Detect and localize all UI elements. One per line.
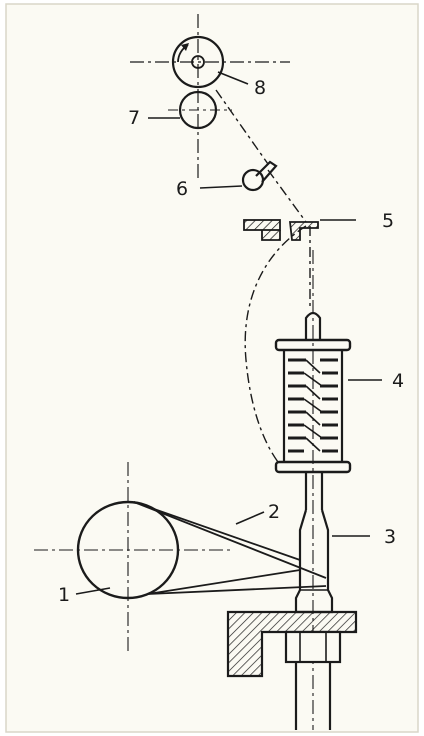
rotation-arrowhead-icon — [181, 43, 189, 51]
label-7: 7 — [128, 107, 140, 129]
paper-sheet — [5, 3, 419, 733]
top-roller — [171, 35, 225, 89]
top-roller-hub — [191, 55, 205, 69]
bearing-nut — [284, 630, 342, 664]
ring-rail — [243, 219, 319, 241]
spindle-tip — [304, 311, 322, 340]
leader-2 — [235, 511, 265, 525]
leader-1 — [75, 587, 111, 595]
leader-6 — [199, 185, 243, 189]
frame-beam — [226, 610, 358, 678]
yarn-path — [215, 89, 311, 463]
bobbin-top-flange — [274, 338, 352, 352]
belt-upper-strand-a — [133, 501, 301, 561]
spindle-bearing-base — [226, 610, 358, 730]
label-3: 3 — [384, 526, 396, 548]
yarn-winding-helix — [303, 359, 323, 452]
bearing-housing — [294, 662, 332, 730]
drive-pulley — [34, 462, 230, 655]
label-4: 4 — [392, 370, 404, 392]
label-8: 8 — [254, 77, 266, 99]
spindle-upper-shaft — [304, 472, 324, 510]
roller-assembly — [130, 14, 290, 178]
label-2: 2 — [268, 501, 280, 523]
leader-lines — [75, 71, 382, 595]
thread-guide-hook — [255, 160, 278, 183]
belt-lower-strand-a — [147, 569, 301, 595]
drive-belt — [133, 501, 327, 595]
belt-upper-strand-b — [133, 501, 327, 579]
bobbin-bottom-flange — [274, 460, 352, 474]
belt-lower-strand-b — [147, 585, 327, 595]
pulley — [76, 500, 180, 600]
leader-8 — [217, 71, 249, 85]
bobbin — [274, 311, 352, 474]
ring-rail-left-section — [243, 219, 281, 231]
yarn-balloon — [244, 225, 307, 463]
ring-rail-right-section — [288, 221, 319, 241]
label-5: 5 — [382, 210, 394, 232]
yarn-roller-to-guide — [215, 89, 269, 165]
ring-rail-left-flange — [261, 230, 281, 241]
thread-guide — [241, 160, 278, 192]
yarn-windings — [288, 358, 338, 453]
label-6: 6 — [176, 178, 188, 200]
label-1: 1 — [58, 584, 70, 606]
bottom-roller — [178, 90, 218, 130]
